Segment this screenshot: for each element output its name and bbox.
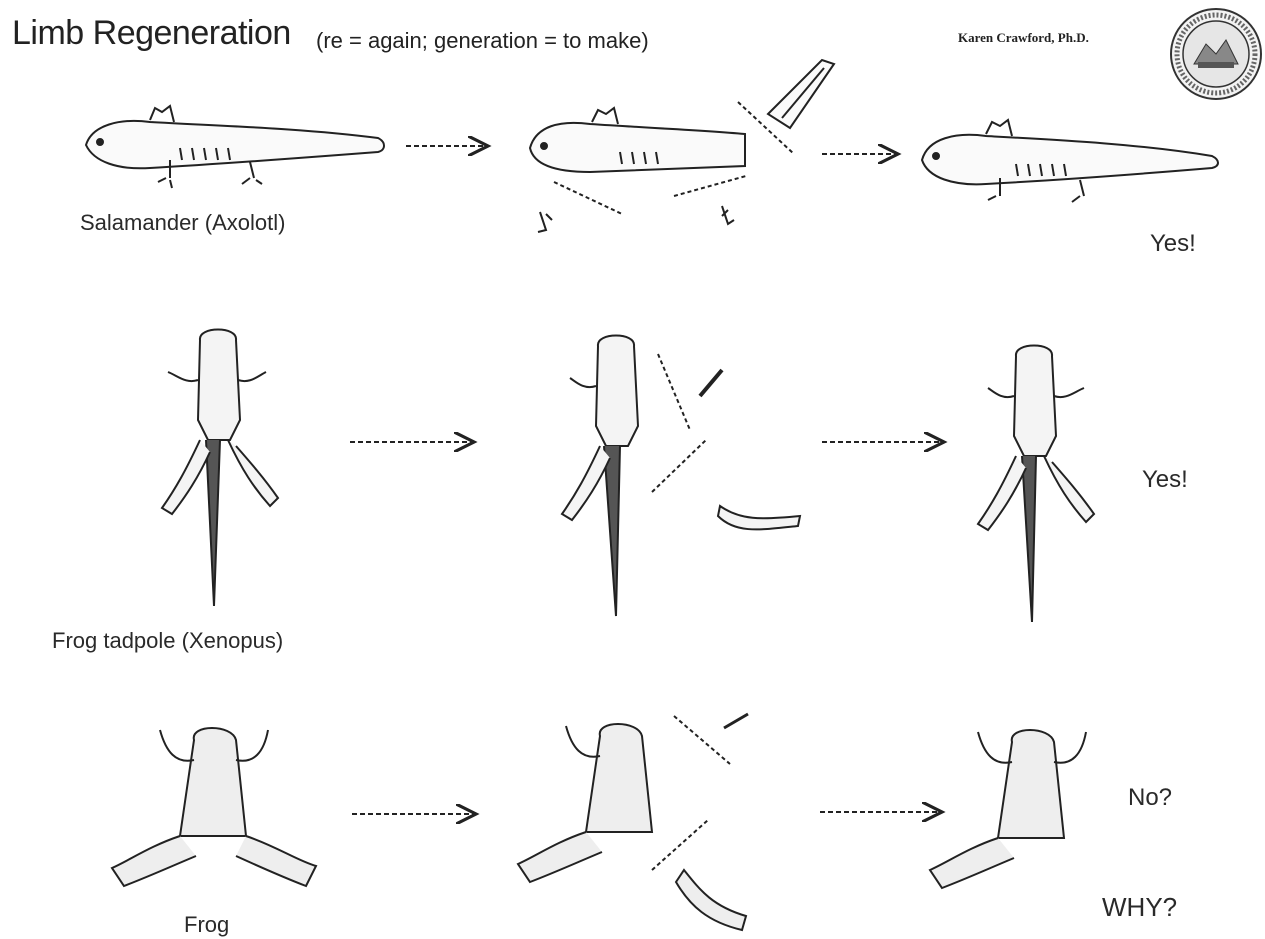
tadpole-regenerated-icon — [978, 346, 1094, 623]
row-label-salamander: Salamander (Axolotl) — [80, 210, 285, 236]
row-label-tadpole: Frog tadpole (Xenopus) — [52, 628, 283, 654]
result-salamander: Yes! — [1150, 230, 1196, 258]
salamander-regenerated-icon — [922, 120, 1218, 202]
tadpole-amputated-icon — [562, 336, 800, 617]
frog-unregenerated-icon — [930, 730, 1086, 888]
question-why: WHY? — [1102, 892, 1177, 923]
salamander-amputated-icon — [530, 60, 834, 232]
tadpole-intact-icon — [162, 330, 278, 607]
result-tadpole: Yes! — [1142, 466, 1188, 494]
frog-intact-icon — [112, 728, 316, 886]
salamander-intact-icon — [86, 106, 384, 188]
result-frog: No? — [1128, 784, 1172, 812]
frog-amputated-icon — [518, 714, 748, 930]
row-label-frog: Frog — [184, 912, 229, 938]
